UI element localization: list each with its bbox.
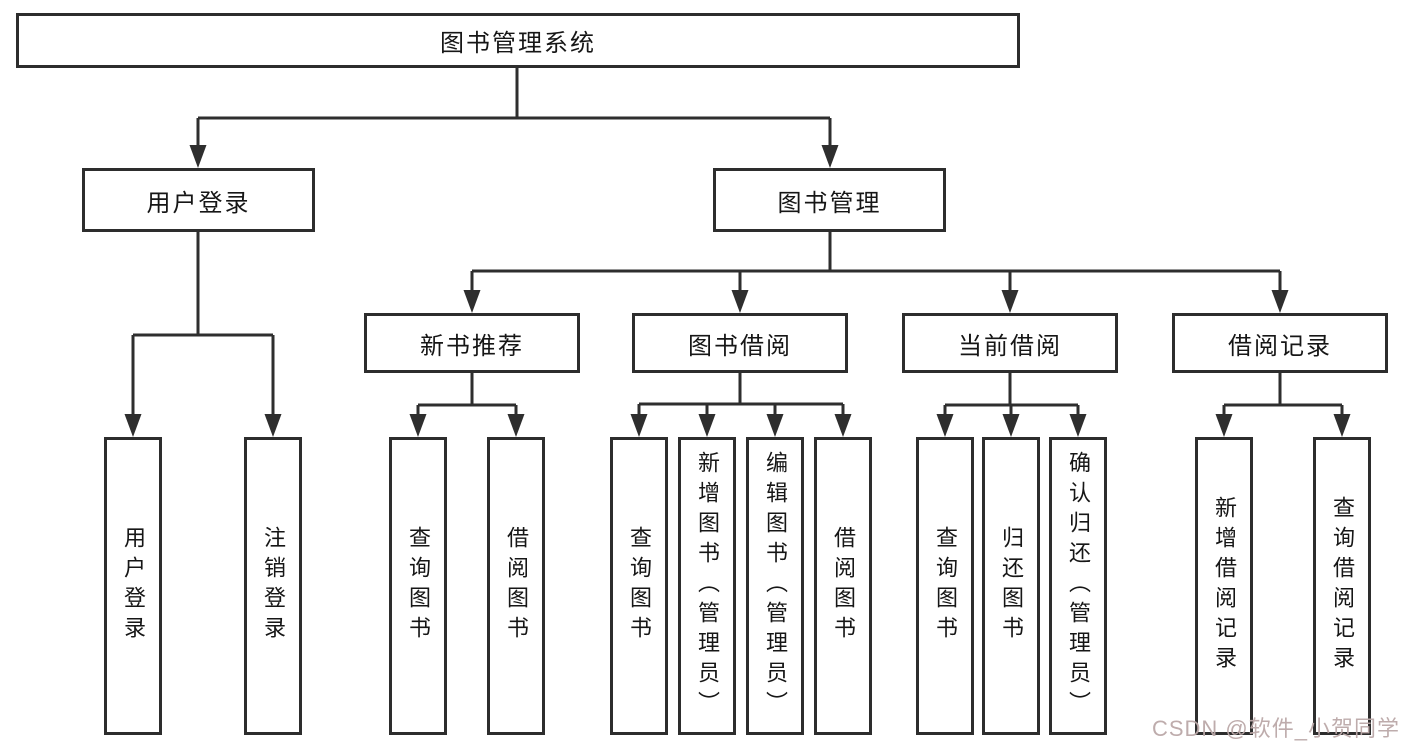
- node-leaf-add-book-admin-label: 新增图书（管理员）: [695, 451, 720, 721]
- node-leaf-user-login: 用户登录: [104, 437, 162, 735]
- node-user-login-label: 用户登录: [146, 189, 251, 217]
- node-leaf-add-borrow-record: 新增借阅记录: [1195, 437, 1253, 735]
- connector-user-login-branch: [124, 232, 282, 437]
- node-leaf-borrow-books-2-label: 借阅图书: [831, 526, 856, 646]
- node-leaf-query-books-current-label: 查询图书: [933, 526, 958, 646]
- node-leaf-return-books-label: 归还图书: [999, 526, 1024, 646]
- node-leaf-query-books-borrow-label: 查询图书: [627, 526, 652, 646]
- node-leaf-add-borrow-record-label: 新增借阅记录: [1212, 496, 1237, 676]
- node-leaf-borrow-books-recommend: 借阅图书: [487, 437, 545, 735]
- node-book-borrowing-label: 图书借阅: [688, 332, 792, 360]
- node-leaf-query-books-recommend-label: 查询图书: [406, 526, 431, 646]
- node-leaf-return-books: 归还图书: [982, 437, 1040, 735]
- node-leaf-edit-book-admin: 编辑图书（管理员）: [746, 437, 804, 735]
- node-leaf-query-books-current: 查询图书: [916, 437, 974, 735]
- node-leaf-add-book-admin: 新增图书（管理员）: [678, 437, 736, 735]
- connector-book-management-branch: [463, 232, 1289, 313]
- node-leaf-logout-label: 注销登录: [261, 526, 286, 646]
- node-root: 图书管理系统: [16, 13, 1020, 68]
- node-borrowing-records: 借阅记录: [1172, 313, 1388, 373]
- node-borrowing-records-label: 借阅记录: [1228, 332, 1332, 360]
- node-book-management: 图书管理: [713, 168, 946, 232]
- node-current-borrowing-label: 当前借阅: [958, 332, 1062, 360]
- node-leaf-edit-book-admin-label: 编辑图书（管理员）: [763, 451, 788, 721]
- node-leaf-user-login-label: 用户登录: [121, 526, 146, 646]
- node-leaf-query-borrow-record: 查询借阅记录: [1313, 437, 1371, 735]
- node-leaf-confirm-return-admin-label: 确认归还（管理员）: [1066, 451, 1091, 721]
- node-new-book-recommendation: 新书推荐: [364, 313, 580, 373]
- node-leaf-logout: 注销登录: [244, 437, 302, 735]
- connector-current-borrowing-branch: [936, 373, 1087, 437]
- node-leaf-borrow-books-2: 借阅图书: [814, 437, 872, 735]
- connector-root-branch: [189, 68, 839, 168]
- node-root-label: 图书管理系统: [440, 30, 596, 57]
- node-new-book-recommendation-label: 新书推荐: [420, 332, 524, 360]
- connector-new-book-recommendation-branch: [409, 373, 525, 437]
- connector-book-borrowing-branch: [630, 373, 852, 437]
- node-leaf-query-borrow-record-label: 查询借阅记录: [1330, 496, 1355, 676]
- node-leaf-borrow-books-recommend-label: 借阅图书: [504, 526, 529, 646]
- node-book-borrowing: 图书借阅: [632, 313, 848, 373]
- node-leaf-query-books-recommend: 查询图书: [389, 437, 447, 735]
- node-current-borrowing: 当前借阅: [902, 313, 1118, 373]
- node-book-management-label: 图书管理: [777, 189, 882, 217]
- node-leaf-query-books-borrow: 查询图书: [610, 437, 668, 735]
- connector-borrowing-records-branch: [1215, 373, 1351, 437]
- node-leaf-confirm-return-admin: 确认归还（管理员）: [1049, 437, 1107, 735]
- node-user-login: 用户登录: [82, 168, 315, 232]
